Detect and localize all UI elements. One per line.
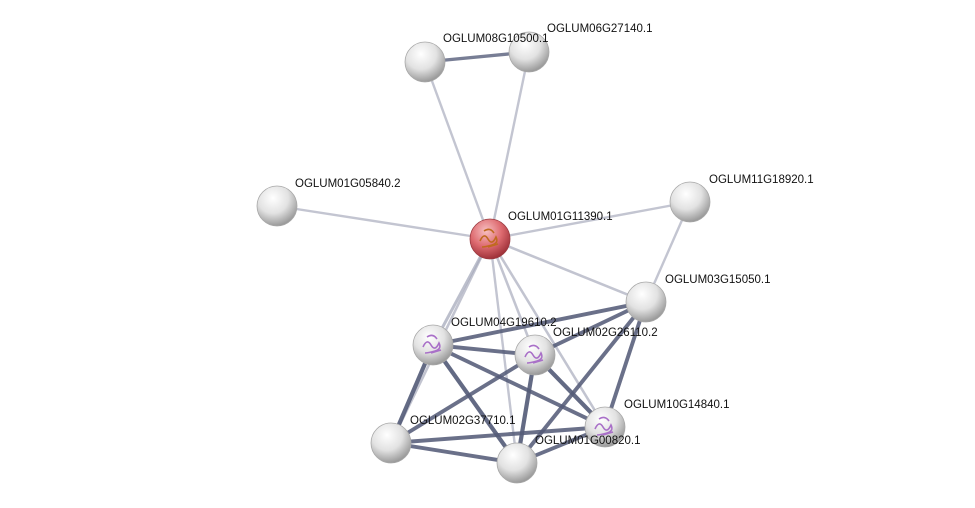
node-label: OGLUM01G05840.2 bbox=[295, 178, 400, 190]
node-sphere[interactable] bbox=[412, 324, 454, 366]
edge-OGLUM11G18920.1-OGLUM01G11390.1[interactable] bbox=[489, 200, 691, 241]
edge-OGLUM01G11390.1-OGLUM02G26110.2[interactable] bbox=[488, 238, 537, 356]
edge-OGLUM01G11390.1-OGLUM10G14840.1[interactable] bbox=[488, 238, 607, 428]
node-label: OGLUM10G14840.1 bbox=[624, 399, 729, 411]
edge-OGLUM06G27140.1-OGLUM01G11390.1[interactable] bbox=[488, 51, 531, 240]
node-label: OGLUM01G11390.1 bbox=[508, 211, 613, 223]
node-OGLUM04G19610.2[interactable] bbox=[412, 324, 454, 366]
labels-layer: OGLUM08G10500.1OGLUM06G27140.1OGLUM01G05… bbox=[295, 23, 814, 447]
node-OGLUM11G18920.1[interactable] bbox=[669, 181, 711, 223]
node-sphere[interactable] bbox=[625, 281, 667, 323]
node-OGLUM01G11390.1[interactable] bbox=[469, 218, 511, 260]
edge-OGLUM02G37710.1-OGLUM01G00820.1[interactable] bbox=[390, 441, 518, 465]
node-OGLUM01G00820.1[interactable] bbox=[496, 442, 538, 484]
node-sphere[interactable] bbox=[514, 334, 556, 376]
node-label: OGLUM06G27140.1 bbox=[547, 23, 652, 35]
protein-structure-icon bbox=[594, 416, 614, 436]
edge-OGLUM02G26110.2-OGLUM03G15050.1[interactable] bbox=[534, 300, 647, 357]
node-sphere[interactable] bbox=[496, 442, 538, 484]
edge-OGLUM01G11390.1-OGLUM03G15050.1[interactable] bbox=[489, 237, 647, 304]
protein-structure-icon bbox=[479, 228, 499, 248]
node-label: OGLUM02G26110.2 bbox=[553, 327, 658, 339]
node-label: OGLUM11G18920.1 bbox=[709, 174, 814, 186]
node-label: OGLUM01G00820.1 bbox=[535, 435, 640, 447]
node-sphere[interactable] bbox=[370, 422, 412, 464]
node-OGLUM08G10500.1[interactable] bbox=[404, 41, 446, 83]
edge-OGLUM04G19610.2-OGLUM01G00820.1[interactable] bbox=[431, 343, 519, 465]
node-sphere[interactable] bbox=[469, 218, 511, 260]
node-sphere[interactable] bbox=[256, 185, 298, 227]
node-label: OGLUM04G19610.2 bbox=[451, 317, 556, 329]
edge-OGLUM02G26110.2-OGLUM02G37710.1[interactable] bbox=[389, 353, 537, 445]
node-OGLUM03G15050.1[interactable] bbox=[625, 281, 667, 323]
node-sphere[interactable] bbox=[584, 406, 626, 448]
node-OGLUM01G05840.2[interactable] bbox=[256, 185, 298, 227]
edge-OGLUM10G14840.1-OGLUM02G37710.1[interactable] bbox=[390, 425, 606, 445]
edge-OGLUM03G15050.1-OGLUM01G00820.1[interactable] bbox=[515, 300, 648, 465]
edge-OGLUM01G05840.2-OGLUM01G11390.1[interactable] bbox=[276, 204, 491, 241]
edge-OGLUM03G15050.1-OGLUM10G14840.1[interactable] bbox=[603, 301, 648, 428]
protein-structure-icon bbox=[422, 334, 442, 354]
node-OGLUM10G14840.1[interactable] bbox=[584, 406, 626, 448]
edge-OGLUM04G19610.2-OGLUM10G14840.1[interactable] bbox=[432, 343, 606, 429]
node-label: OGLUM02G37710.1 bbox=[410, 415, 515, 427]
node-OGLUM06G27140.1[interactable] bbox=[508, 31, 550, 73]
node-label: OGLUM03G15050.1 bbox=[665, 274, 770, 286]
node-label: OGLUM08G10500.1 bbox=[443, 33, 548, 45]
node-OGLUM02G26110.2[interactable] bbox=[514, 334, 556, 376]
node-sphere[interactable] bbox=[669, 181, 711, 223]
node-sphere[interactable] bbox=[508, 31, 550, 73]
node-OGLUM02G37710.1[interactable] bbox=[370, 422, 412, 464]
protein-structure-icon bbox=[524, 344, 544, 364]
edge-OGLUM04G19610.2-OGLUM03G15050.1[interactable] bbox=[432, 300, 647, 347]
nodes-layer bbox=[256, 31, 711, 484]
edge-OGLUM08G10500.1-OGLUM01G11390.1[interactable] bbox=[423, 61, 492, 240]
node-sphere[interactable] bbox=[404, 41, 446, 83]
